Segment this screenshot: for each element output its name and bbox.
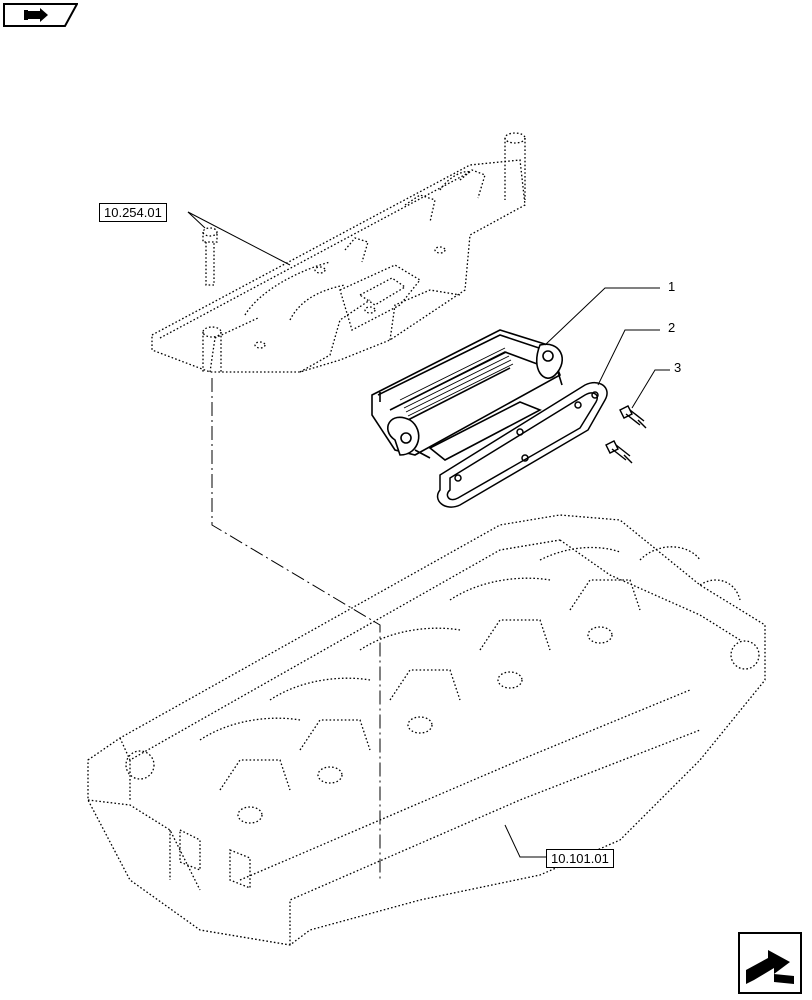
cylinder-head-reference-box[interactable]: 10.101.01 [546, 849, 614, 868]
callout-3: 3 [674, 360, 682, 375]
alignment-line [211, 378, 381, 880]
callout-2: 2 [668, 320, 676, 335]
cooler-bolts [605, 405, 647, 464]
gasket [436, 381, 608, 508]
next-page-arrow-icon[interactable] [738, 932, 802, 994]
manifold-bolt [202, 227, 218, 286]
callout-1: 1 [668, 279, 676, 294]
manifold-reference-box[interactable]: 10.254.01 [99, 203, 167, 222]
oil-cooler [371, 329, 564, 461]
intake-manifold [151, 132, 526, 373]
book-arrow-icon[interactable] [2, 2, 79, 28]
cylinder-head [87, 514, 766, 946]
